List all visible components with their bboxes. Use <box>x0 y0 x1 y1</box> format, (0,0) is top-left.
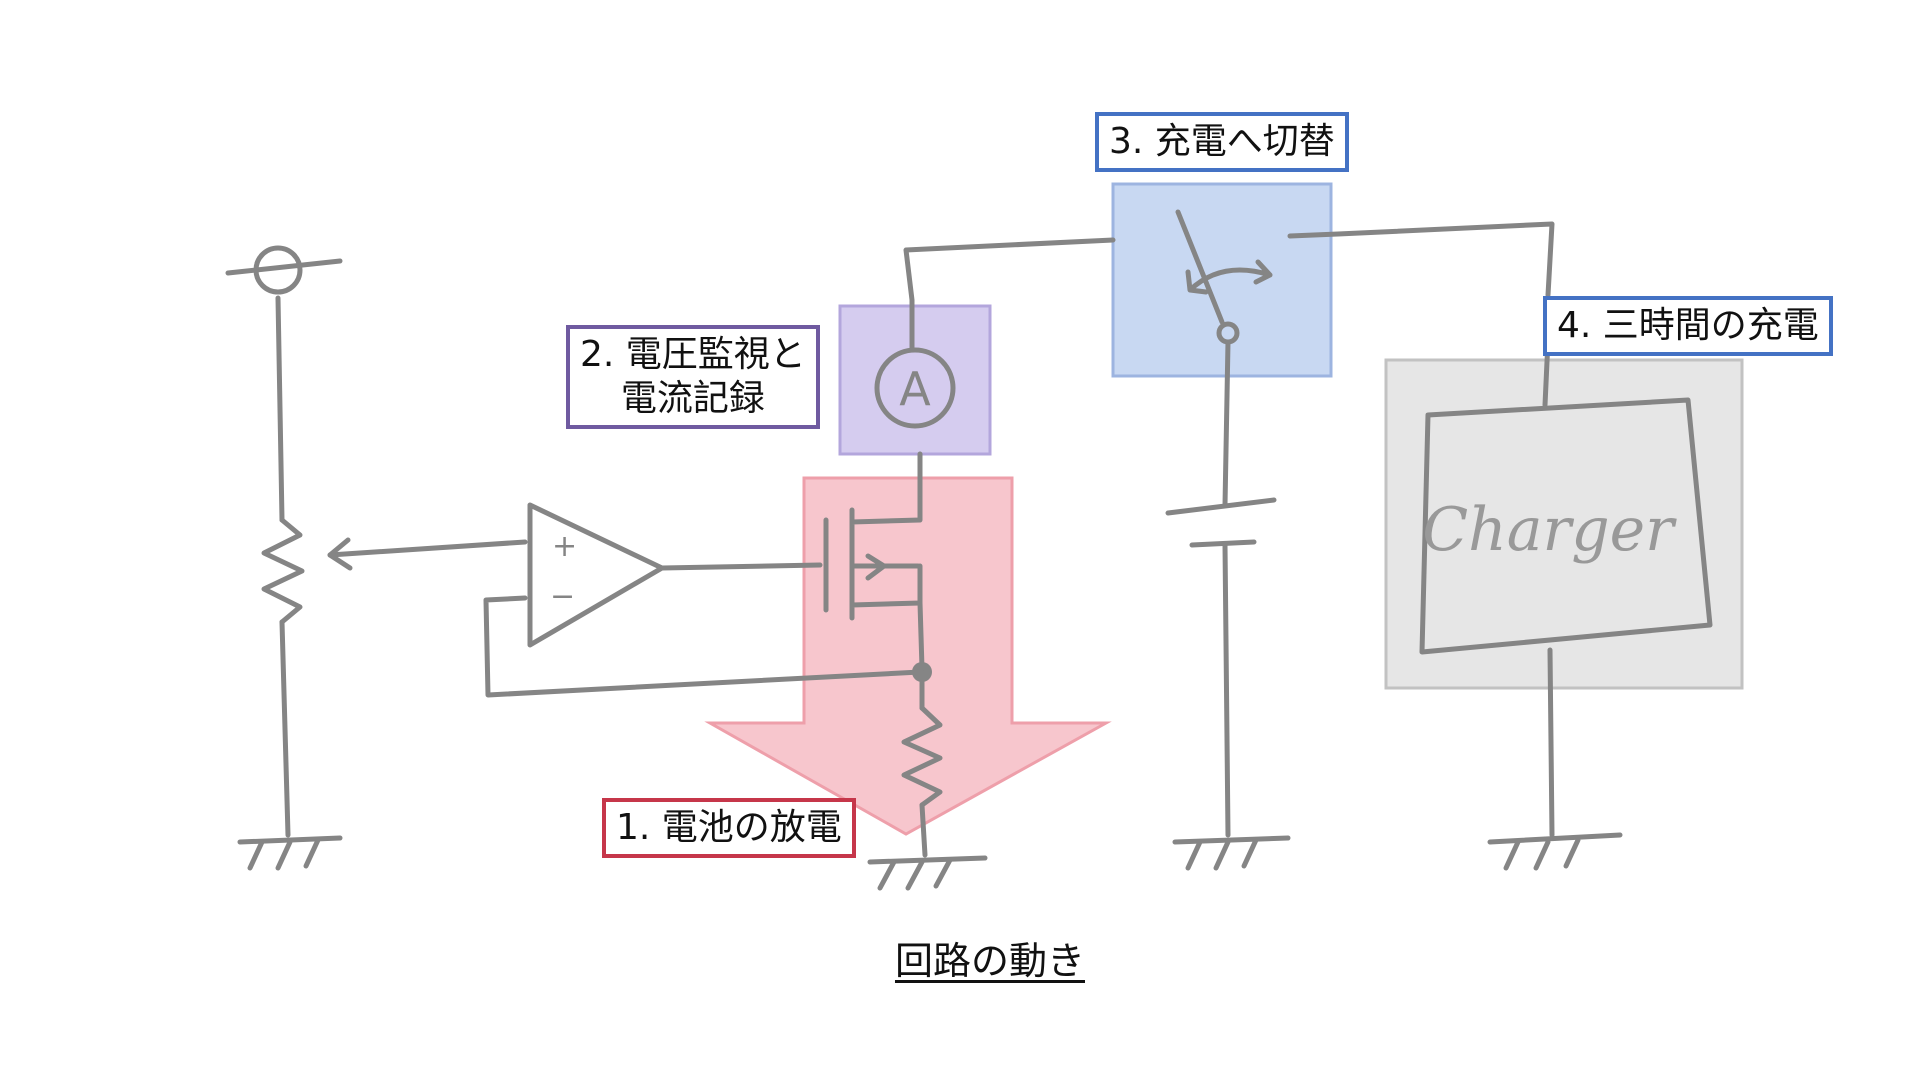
diagram-caption: 回路の動き <box>894 939 1085 983</box>
monitor-highlight <box>838 304 992 456</box>
charger-box <box>1419 397 1713 655</box>
left-branch <box>225 245 528 871</box>
ammeter <box>874 347 956 429</box>
supply-terminal <box>253 245 303 295</box>
step-label-switch-text: 3. 充電へ切替 <box>1109 121 1335 162</box>
ground-charger <box>1487 832 1623 871</box>
switch-highlight <box>1111 182 1333 378</box>
battery <box>1165 497 1277 548</box>
switch-blade <box>1175 209 1225 325</box>
step-label-monitor-line1: 2. 電圧監視と <box>580 334 806 375</box>
step-label-charge-text: 4. 三時間の充電 <box>1557 305 1819 346</box>
step-label-switch: 3. 充電へ切替 <box>1095 112 1349 172</box>
potentiometer <box>261 517 305 625</box>
switch-action-arrow <box>1185 259 1273 295</box>
ground-battery <box>1172 835 1291 871</box>
ground-middle <box>867 855 988 891</box>
feedback-wire <box>483 595 923 698</box>
pot-wiper-arrow <box>327 537 353 571</box>
step-label-charge: 4. 三時間の充電 <box>1543 296 1833 356</box>
discharge-arrow <box>704 476 1112 836</box>
discharge-path: A <box>823 237 1116 891</box>
sense-resistor <box>901 705 943 808</box>
opamp-minus-sign: − <box>550 579 575 614</box>
step-label-monitor-line2: 電流記録 <box>620 378 765 419</box>
op-amp: + − <box>483 502 923 698</box>
opamp-plus-sign: + <box>552 529 577 564</box>
charger-label: Charger <box>1422 495 1677 565</box>
step-label-discharge: 1. 電池の放電 <box>602 798 856 858</box>
ground-left <box>237 835 343 871</box>
mosfet <box>823 491 923 621</box>
switch-branch <box>1165 209 1555 871</box>
ammeter-symbol: A <box>899 362 931 416</box>
step-label-discharge-text: 1. 電池の放電 <box>616 807 842 848</box>
step-label-monitor: 2. 電圧監視と 電流記録 <box>566 325 820 429</box>
charger-branch: Charger <box>1419 337 1713 871</box>
